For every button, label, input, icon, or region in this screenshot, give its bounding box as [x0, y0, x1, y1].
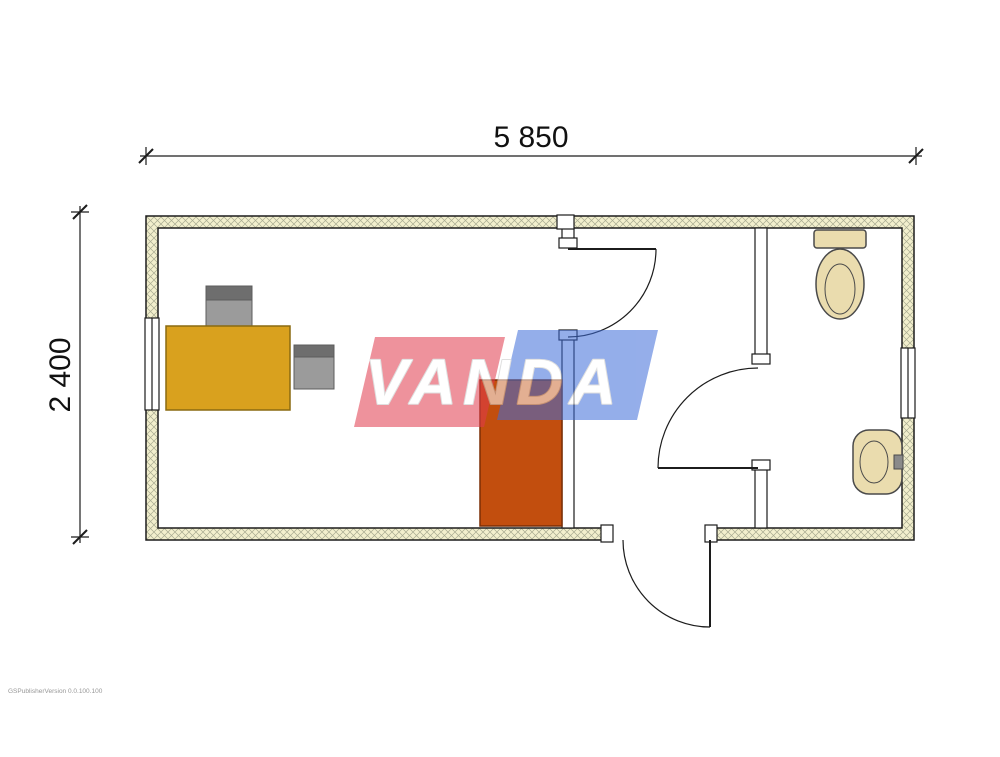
entrance-jamb-right	[704, 524, 718, 543]
sink-faucet	[893, 454, 904, 470]
partition-hall-toilet-upper	[754, 227, 768, 363]
sink-basin	[859, 440, 889, 484]
toilet-door	[657, 353, 771, 471]
chair-top-back	[205, 285, 253, 301]
dimension-top-slash-right	[908, 148, 924, 164]
entrance-jamb-left	[600, 524, 614, 543]
toilet-bowl	[815, 248, 865, 320]
dimension-left-slash-top	[72, 204, 88, 220]
partition-hall-toilet-lower	[754, 465, 768, 529]
chair-top-seat	[205, 299, 253, 331]
chair-side-back	[293, 344, 335, 358]
toilet-tank	[813, 229, 867, 249]
watermark-blue-band	[497, 330, 658, 420]
toilet-seat	[824, 263, 856, 315]
top-wall-notch	[556, 214, 575, 230]
toilet-fixture	[813, 229, 867, 320]
watermark: VANDA	[354, 330, 658, 427]
toilet-door-swing	[657, 367, 759, 469]
office-door-jamb-top	[558, 237, 578, 249]
dimension-top: 5 850	[138, 121, 924, 165]
fine-print: GSPublisherVersion 0.0.100.100	[8, 688, 103, 695]
dimension-left-label: 2 400	[44, 337, 77, 412]
entrance-door	[600, 524, 718, 628]
dimension-top-label: 5 850	[493, 121, 568, 154]
dimension-left: 2 400	[44, 204, 89, 545]
watermark-red-band	[354, 337, 505, 427]
desk	[165, 325, 291, 411]
entrance-door-swing	[622, 539, 711, 628]
window-right	[900, 347, 916, 419]
toilet-door-jamb-bottom	[751, 459, 771, 471]
window-left	[144, 317, 160, 411]
dimension-top-slash-left	[138, 148, 154, 164]
chair-side-seat	[293, 356, 335, 390]
entrance-opening	[608, 526, 708, 542]
watermark-text: VANDA	[365, 346, 623, 418]
dimension-left-slash-bottom	[72, 529, 88, 545]
sink-fixture	[852, 429, 904, 495]
toilet-door-jamb-top	[751, 353, 771, 365]
